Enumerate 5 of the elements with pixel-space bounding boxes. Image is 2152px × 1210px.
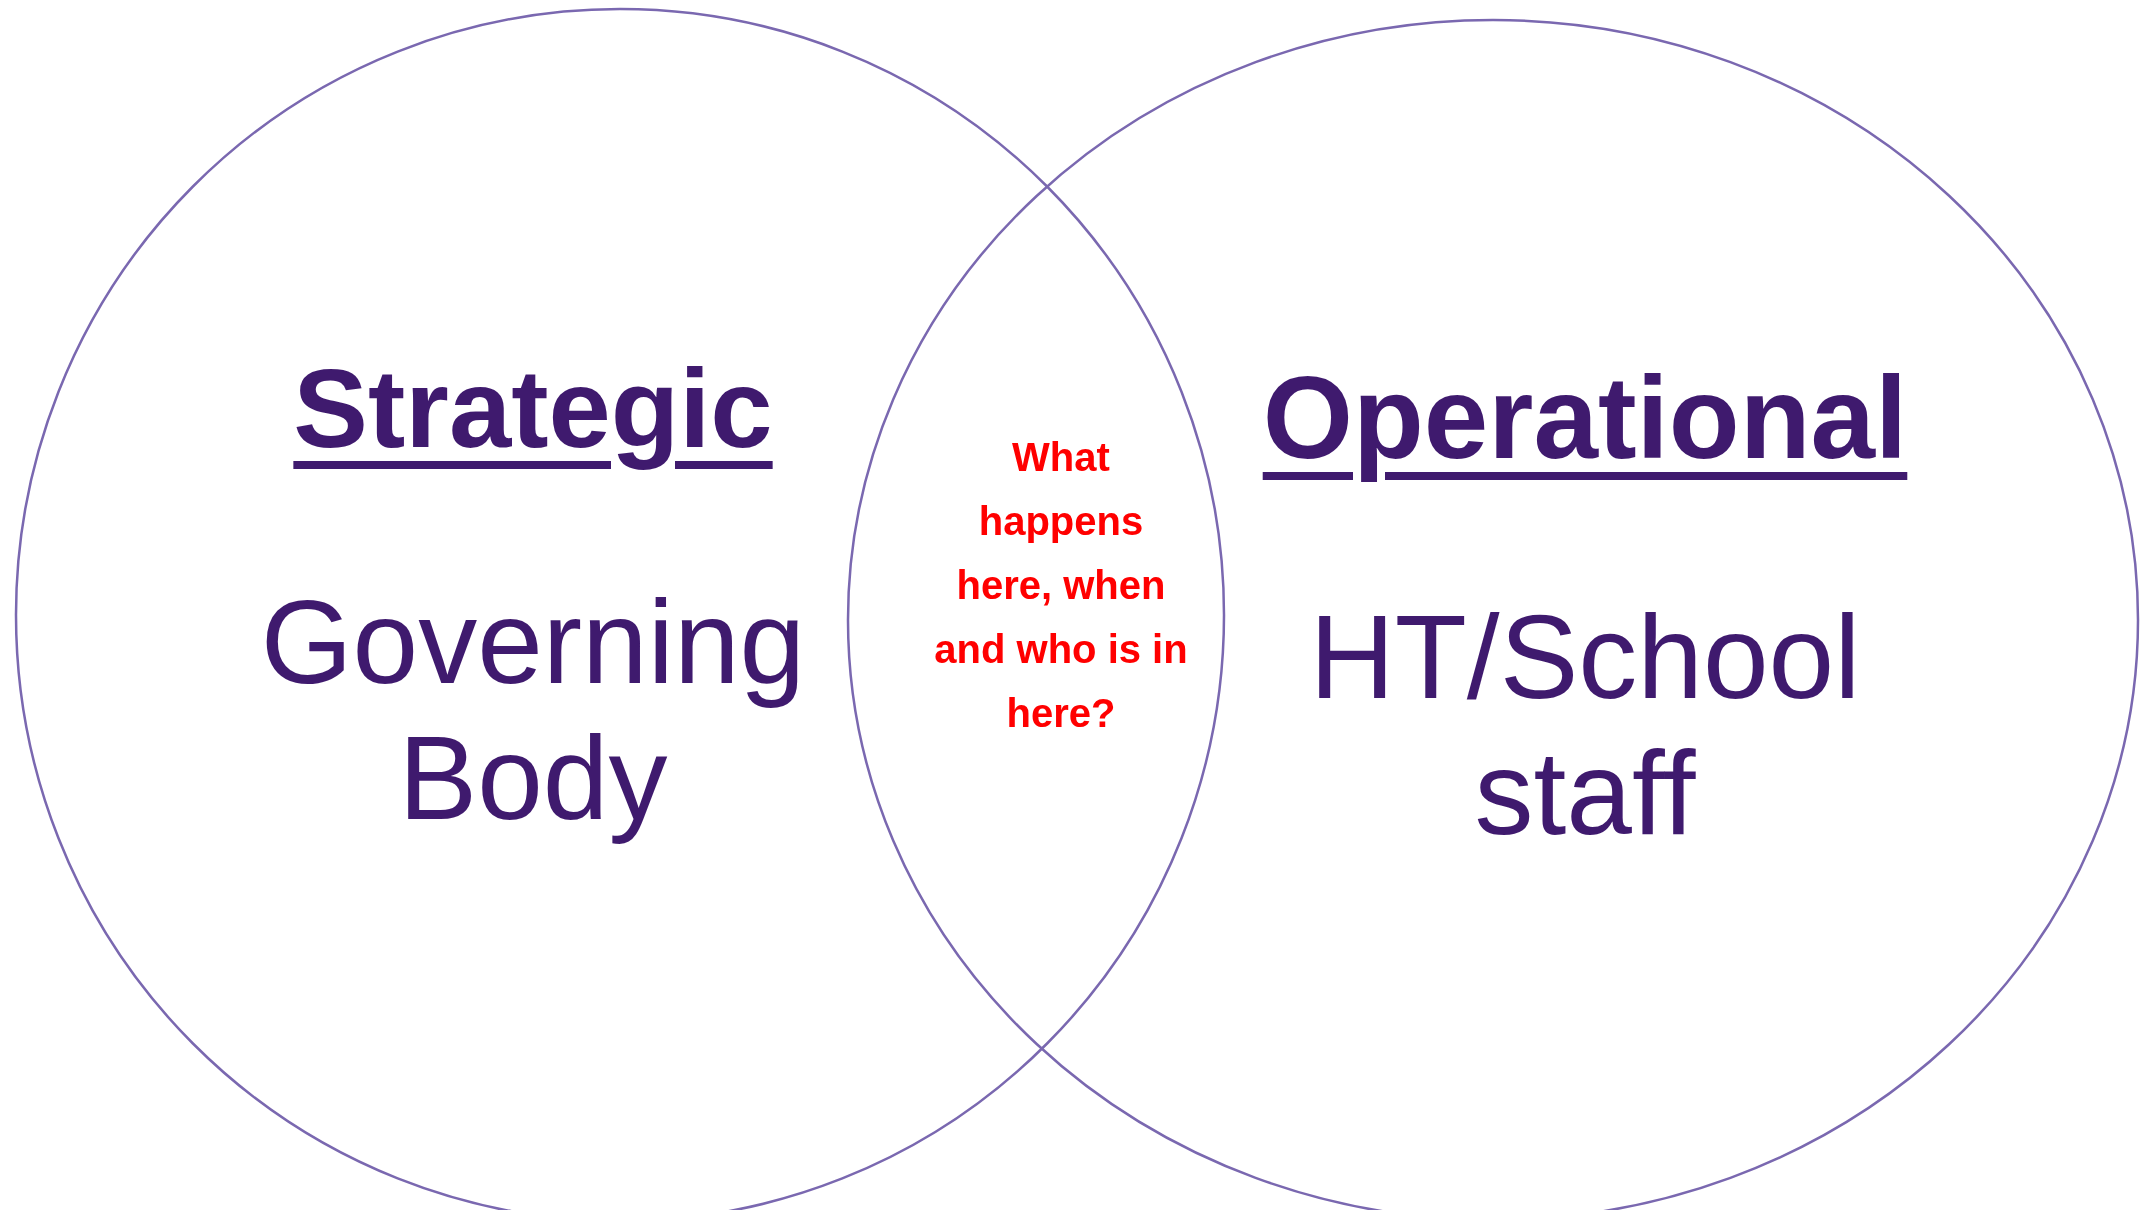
- question-text: What happens here, when and who is in here?: [933, 434, 1189, 737]
- group-name: Governing Body: [259, 575, 807, 846]
- heading: Strategic: [293, 345, 773, 473]
- group-name: HT/School staff: [1308, 590, 1862, 861]
- heading: Operational: [1262, 352, 1908, 485]
